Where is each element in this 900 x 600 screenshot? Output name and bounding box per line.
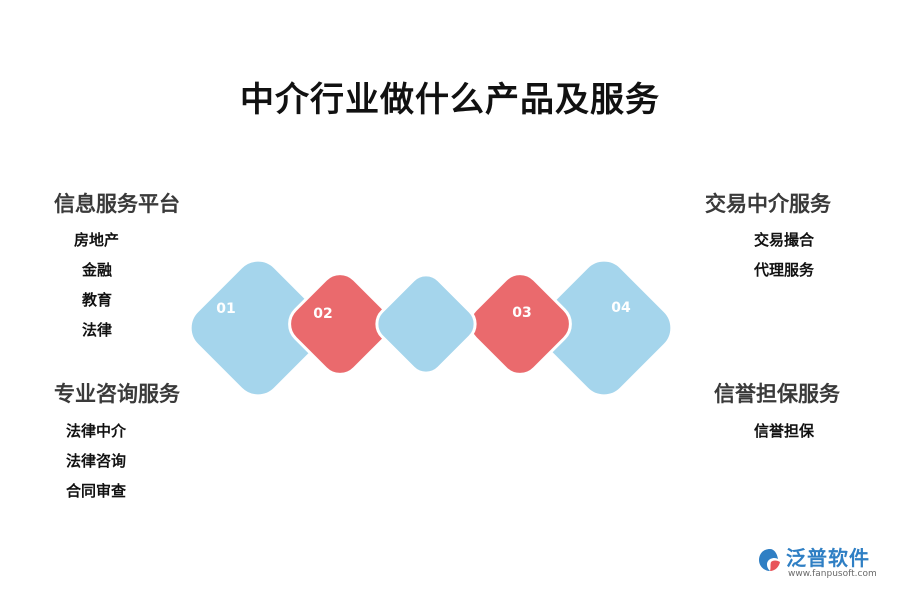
group-title-credit-guarantee: 信誉担保服务: [714, 382, 840, 406]
list-item: 合同审查: [66, 482, 127, 500]
list-item: 交易撮合: [754, 231, 815, 249]
list-item: 房地产: [74, 231, 120, 249]
group-title-info-platform: 信息服务平台: [54, 192, 180, 216]
page-title: 中介行业做什么产品及服务: [240, 80, 660, 120]
diamond-label-01: 01: [216, 301, 235, 317]
list-item: 法律咨询: [66, 452, 127, 470]
fanpu-logo-icon: [759, 549, 780, 571]
list-item: 金融: [82, 261, 113, 279]
list-item: 信誉担保: [754, 422, 815, 440]
logo-url: www.fanpusoft.com: [788, 569, 877, 579]
diamond-label-02: 02: [313, 306, 332, 322]
list-item: 代理服务: [754, 261, 815, 279]
diamond-03: [468, 272, 572, 376]
fanpu-logo: 泛普软件 www.fanpusoft.com: [756, 542, 886, 586]
diamond-02: [288, 272, 392, 376]
diamond-04: [534, 258, 674, 398]
group-title-transaction: 交易中介服务: [705, 192, 831, 216]
logo-name: 泛普软件: [786, 546, 870, 570]
diamond-center: [375, 273, 477, 375]
group-title-consulting: 专业咨询服务: [54, 382, 180, 406]
diamond-label-03: 03: [512, 305, 531, 321]
list-item: 法律中介: [66, 422, 127, 440]
list-item: 法律: [82, 321, 113, 339]
list-item: 教育: [82, 291, 113, 309]
diamond-01: [188, 258, 328, 398]
diamond-label-04: 04: [611, 300, 631, 316]
